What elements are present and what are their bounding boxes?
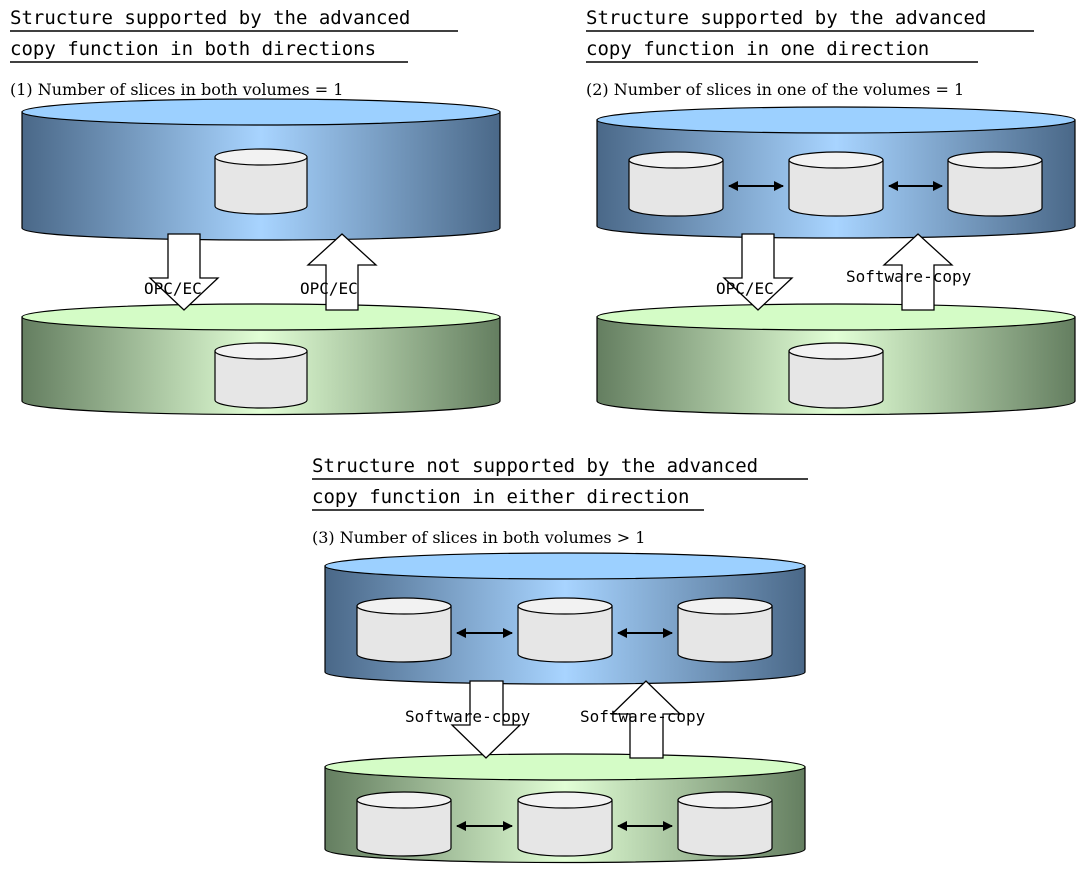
slice-icon (677, 791, 773, 857)
panel-1-subtitle: (1) Number of slices in both volumes = 1 (10, 80, 343, 99)
panel-1-right-label: OPC/EC (300, 279, 358, 298)
copy-up-arrow (882, 233, 954, 311)
slice-icon (788, 151, 884, 217)
copy-up-arrow (306, 233, 378, 311)
panel-3-left-label: Software-copy (405, 707, 531, 726)
panel-2-title-line2: copy function in one direction (586, 38, 929, 60)
panel-1-left-label: OPC/EC (144, 279, 202, 298)
panel-3-title-line1: Structure not supported by the advanced (312, 455, 758, 477)
source-volume (21, 98, 501, 241)
slice-icon (214, 148, 308, 215)
slice-icon (517, 791, 613, 857)
panel-2: Structure supported by the advanced copy… (586, 7, 1076, 416)
source-volume (596, 106, 1076, 239)
copy-down-arrow (450, 680, 522, 759)
panel-3-title-line2: copy function in either direction (312, 486, 690, 508)
slice-icon (788, 342, 884, 409)
panel-1-title-line2: copy function in both directions (10, 38, 376, 60)
slice-icon (356, 791, 452, 857)
panel-2-right-label: Software-copy (846, 267, 972, 286)
panel-3: Structure not supported by the advanced … (312, 455, 808, 864)
copy-up-arrow (610, 680, 682, 759)
panel-2-subtitle: (2) Number of slices in one of the volum… (586, 80, 964, 99)
panel-2-left-label: OPC/EC (716, 279, 774, 298)
slice-icon (517, 597, 613, 663)
panel-3-subtitle: (3) Number of slices in both volumes > 1 (312, 528, 645, 547)
panel-1: Structure supported by the advanced copy… (10, 7, 501, 416)
panel-1-title-line1: Structure supported by the advanced (10, 7, 410, 29)
source-volume (324, 552, 806, 685)
copy-down-arrow (722, 233, 794, 311)
slice-icon (947, 151, 1043, 217)
panel-3-right-label: Software-copy (580, 707, 706, 726)
slice-icon (214, 342, 308, 409)
copy-down-arrow (148, 233, 220, 311)
replica-volume (596, 303, 1076, 416)
slice-icon (628, 151, 724, 217)
slice-icon (356, 597, 452, 663)
replica-volume (21, 303, 501, 416)
panel-2-title-line1: Structure supported by the advanced (586, 7, 986, 29)
replica-volume (324, 753, 806, 864)
slice-icon (677, 597, 773, 663)
